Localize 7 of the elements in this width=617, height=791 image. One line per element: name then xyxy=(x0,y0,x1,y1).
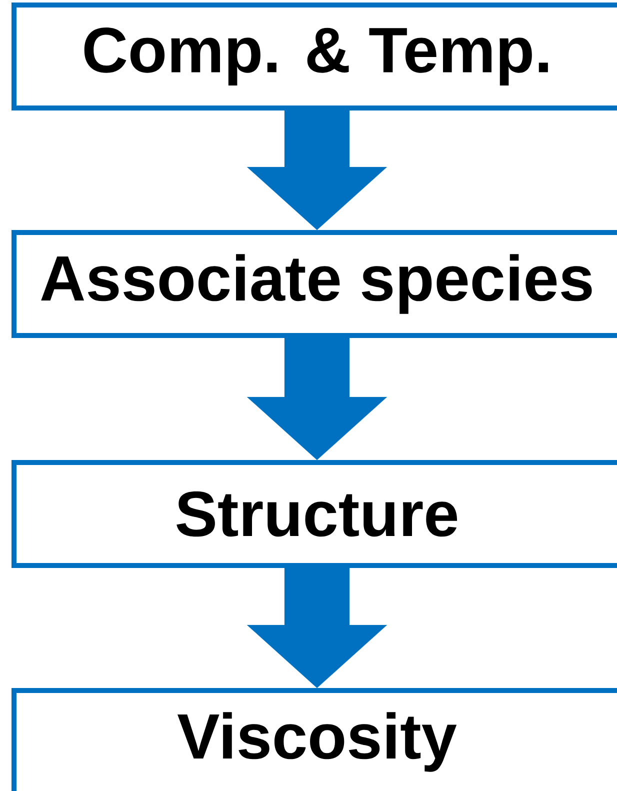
process-box: Viscosity xyxy=(12,688,617,791)
process-box: Structure xyxy=(12,460,617,568)
block-arrow xyxy=(246,568,388,688)
block-arrow xyxy=(246,110,388,230)
process-box: Associate species xyxy=(12,230,617,338)
process-box: Comp. & Temp. xyxy=(12,2,617,110)
block-arrow xyxy=(246,338,388,460)
